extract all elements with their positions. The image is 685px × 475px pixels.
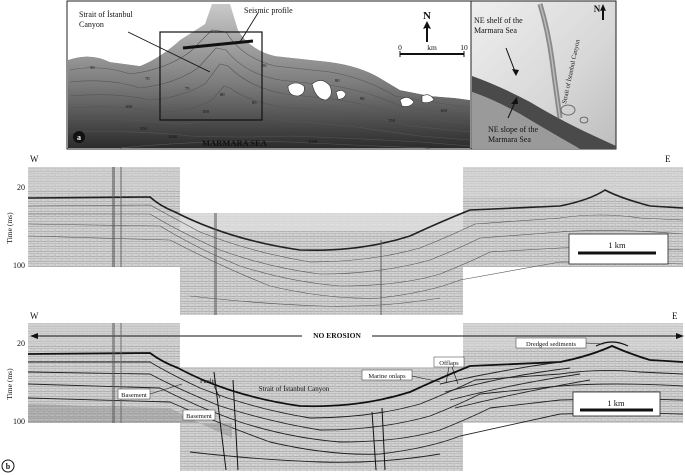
- raw-scale-label: 1 km: [608, 240, 626, 250]
- profile-leader: [239, 12, 259, 43]
- profile-raw: W E 20 100 Time (ms) 1 km: [5, 154, 684, 315]
- north-arrow-icon: [423, 21, 431, 42]
- inset-slope-label-line1: NE slope of the: [488, 125, 538, 134]
- panel-letter-a: a: [77, 133, 81, 142]
- contour-label: 50: [262, 63, 267, 68]
- raw-y-axis-label: Time (ms): [5, 212, 14, 244]
- raw-scale-box: [568, 233, 669, 265]
- interp-scale-box: [572, 391, 661, 417]
- dredged-mound: [595, 341, 629, 347]
- north-label: N: [423, 10, 431, 22]
- interp-block-center: [180, 367, 463, 471]
- island-3: [335, 90, 347, 100]
- study-area-box: [159, 31, 263, 121]
- canyon-label-line2: Canyon: [79, 20, 104, 29]
- contour-label: 1000: [308, 139, 318, 144]
- contour-label: 80: [335, 78, 340, 83]
- faults: [213, 371, 386, 471]
- map-inset: NE shelf of the Marmara Sea Strait of İs…: [470, 0, 617, 150]
- panel-letter-b: b: [6, 462, 11, 471]
- scale-start: 0: [398, 43, 402, 52]
- panel-letter-a-badge: [73, 131, 85, 143]
- contour-label: 80: [220, 92, 225, 97]
- inset-shelf-label-line2: Marmara Sea: [474, 26, 517, 35]
- no-erosion-label-bg: [302, 330, 372, 340]
- seismic-profile-label: Seismic profile: [244, 6, 293, 15]
- contour-label: 100: [125, 104, 133, 109]
- inset-shelf-label-line1: NE shelf of the: [474, 16, 523, 25]
- raw-y-tick-bottom: 100: [13, 261, 25, 270]
- marmara-sea-label: MARMARA SEA: [202, 138, 268, 148]
- basement-zone: [28, 404, 232, 438]
- inset-north-label: N: [594, 4, 601, 14]
- offlaps-label: Offlaps: [439, 360, 459, 367]
- island-1: [287, 82, 305, 97]
- panel-letter-b-badge: [1, 459, 15, 473]
- contour-label: 100: [440, 108, 448, 113]
- contour-label: 85: [252, 100, 257, 105]
- profile-interpreted: NO EROSION: [1, 311, 684, 473]
- interp-labels: Dredged sediments Offlaps Marine onlaps …: [117, 337, 605, 421]
- interp-y-axis-label: Time (ms): [5, 368, 14, 400]
- interp-seabed: [27, 345, 684, 408]
- interp-scale-label: 1 km: [607, 398, 625, 408]
- interp-east-label: E: [672, 311, 678, 321]
- scale-end: 10: [460, 43, 468, 52]
- dredged-label: Dredged sediments: [526, 341, 576, 348]
- contour-label: 90: [360, 96, 365, 101]
- island-5: [421, 94, 435, 103]
- seabed-reflector: [27, 189, 684, 252]
- contour-label: 350: [140, 126, 148, 131]
- contour-labels: 50 50 70 75 80 80 85 90 100 100 100 150 …: [90, 63, 448, 144]
- raw-west-label: W: [30, 154, 39, 164]
- bathymetry-contours: [69, 29, 471, 149]
- contour-label: 150: [388, 118, 396, 123]
- raw-east-label: E: [665, 154, 671, 164]
- interp-y-tick-top: 20: [17, 339, 25, 348]
- interp-west-label: W: [30, 311, 39, 321]
- basement-left-label: Basement: [121, 392, 147, 399]
- slope-band: [472, 76, 616, 149]
- land-area: [68, 2, 470, 100]
- contour-label: 1000: [168, 134, 178, 139]
- map-main: 50 50 70 75 80 80 85 90 100 100 100 150 …: [66, 0, 472, 150]
- basement-center-label: Basement: [186, 413, 212, 420]
- faults-label: Faults: [200, 378, 216, 385]
- inset-north-arrow-icon: [600, 4, 606, 20]
- contour-label: 50: [90, 65, 95, 70]
- canyon-leader: [127, 31, 211, 73]
- no-erosion-label: NO EROSION: [313, 331, 361, 340]
- scale-unit: km: [427, 43, 437, 52]
- inset-slope-label-line2: Marmara Sea: [488, 135, 531, 144]
- contour-label: 100: [202, 109, 210, 114]
- interp-y-tick-bottom: 100: [13, 417, 25, 426]
- canyon-label: Strait of İstanbul Canyon: [259, 385, 330, 393]
- contour-label: 70: [145, 76, 150, 81]
- raw-y-tick-top: 20: [17, 183, 25, 192]
- island-2: [311, 80, 332, 101]
- seismic-profile-line: [182, 39, 254, 50]
- contour-label: 75: [185, 86, 190, 91]
- island-4: [399, 97, 415, 107]
- canyon-label-line1: Strait of İstanbul: [79, 10, 134, 19]
- marine-onlaps-label: Marine onlaps: [368, 373, 406, 380]
